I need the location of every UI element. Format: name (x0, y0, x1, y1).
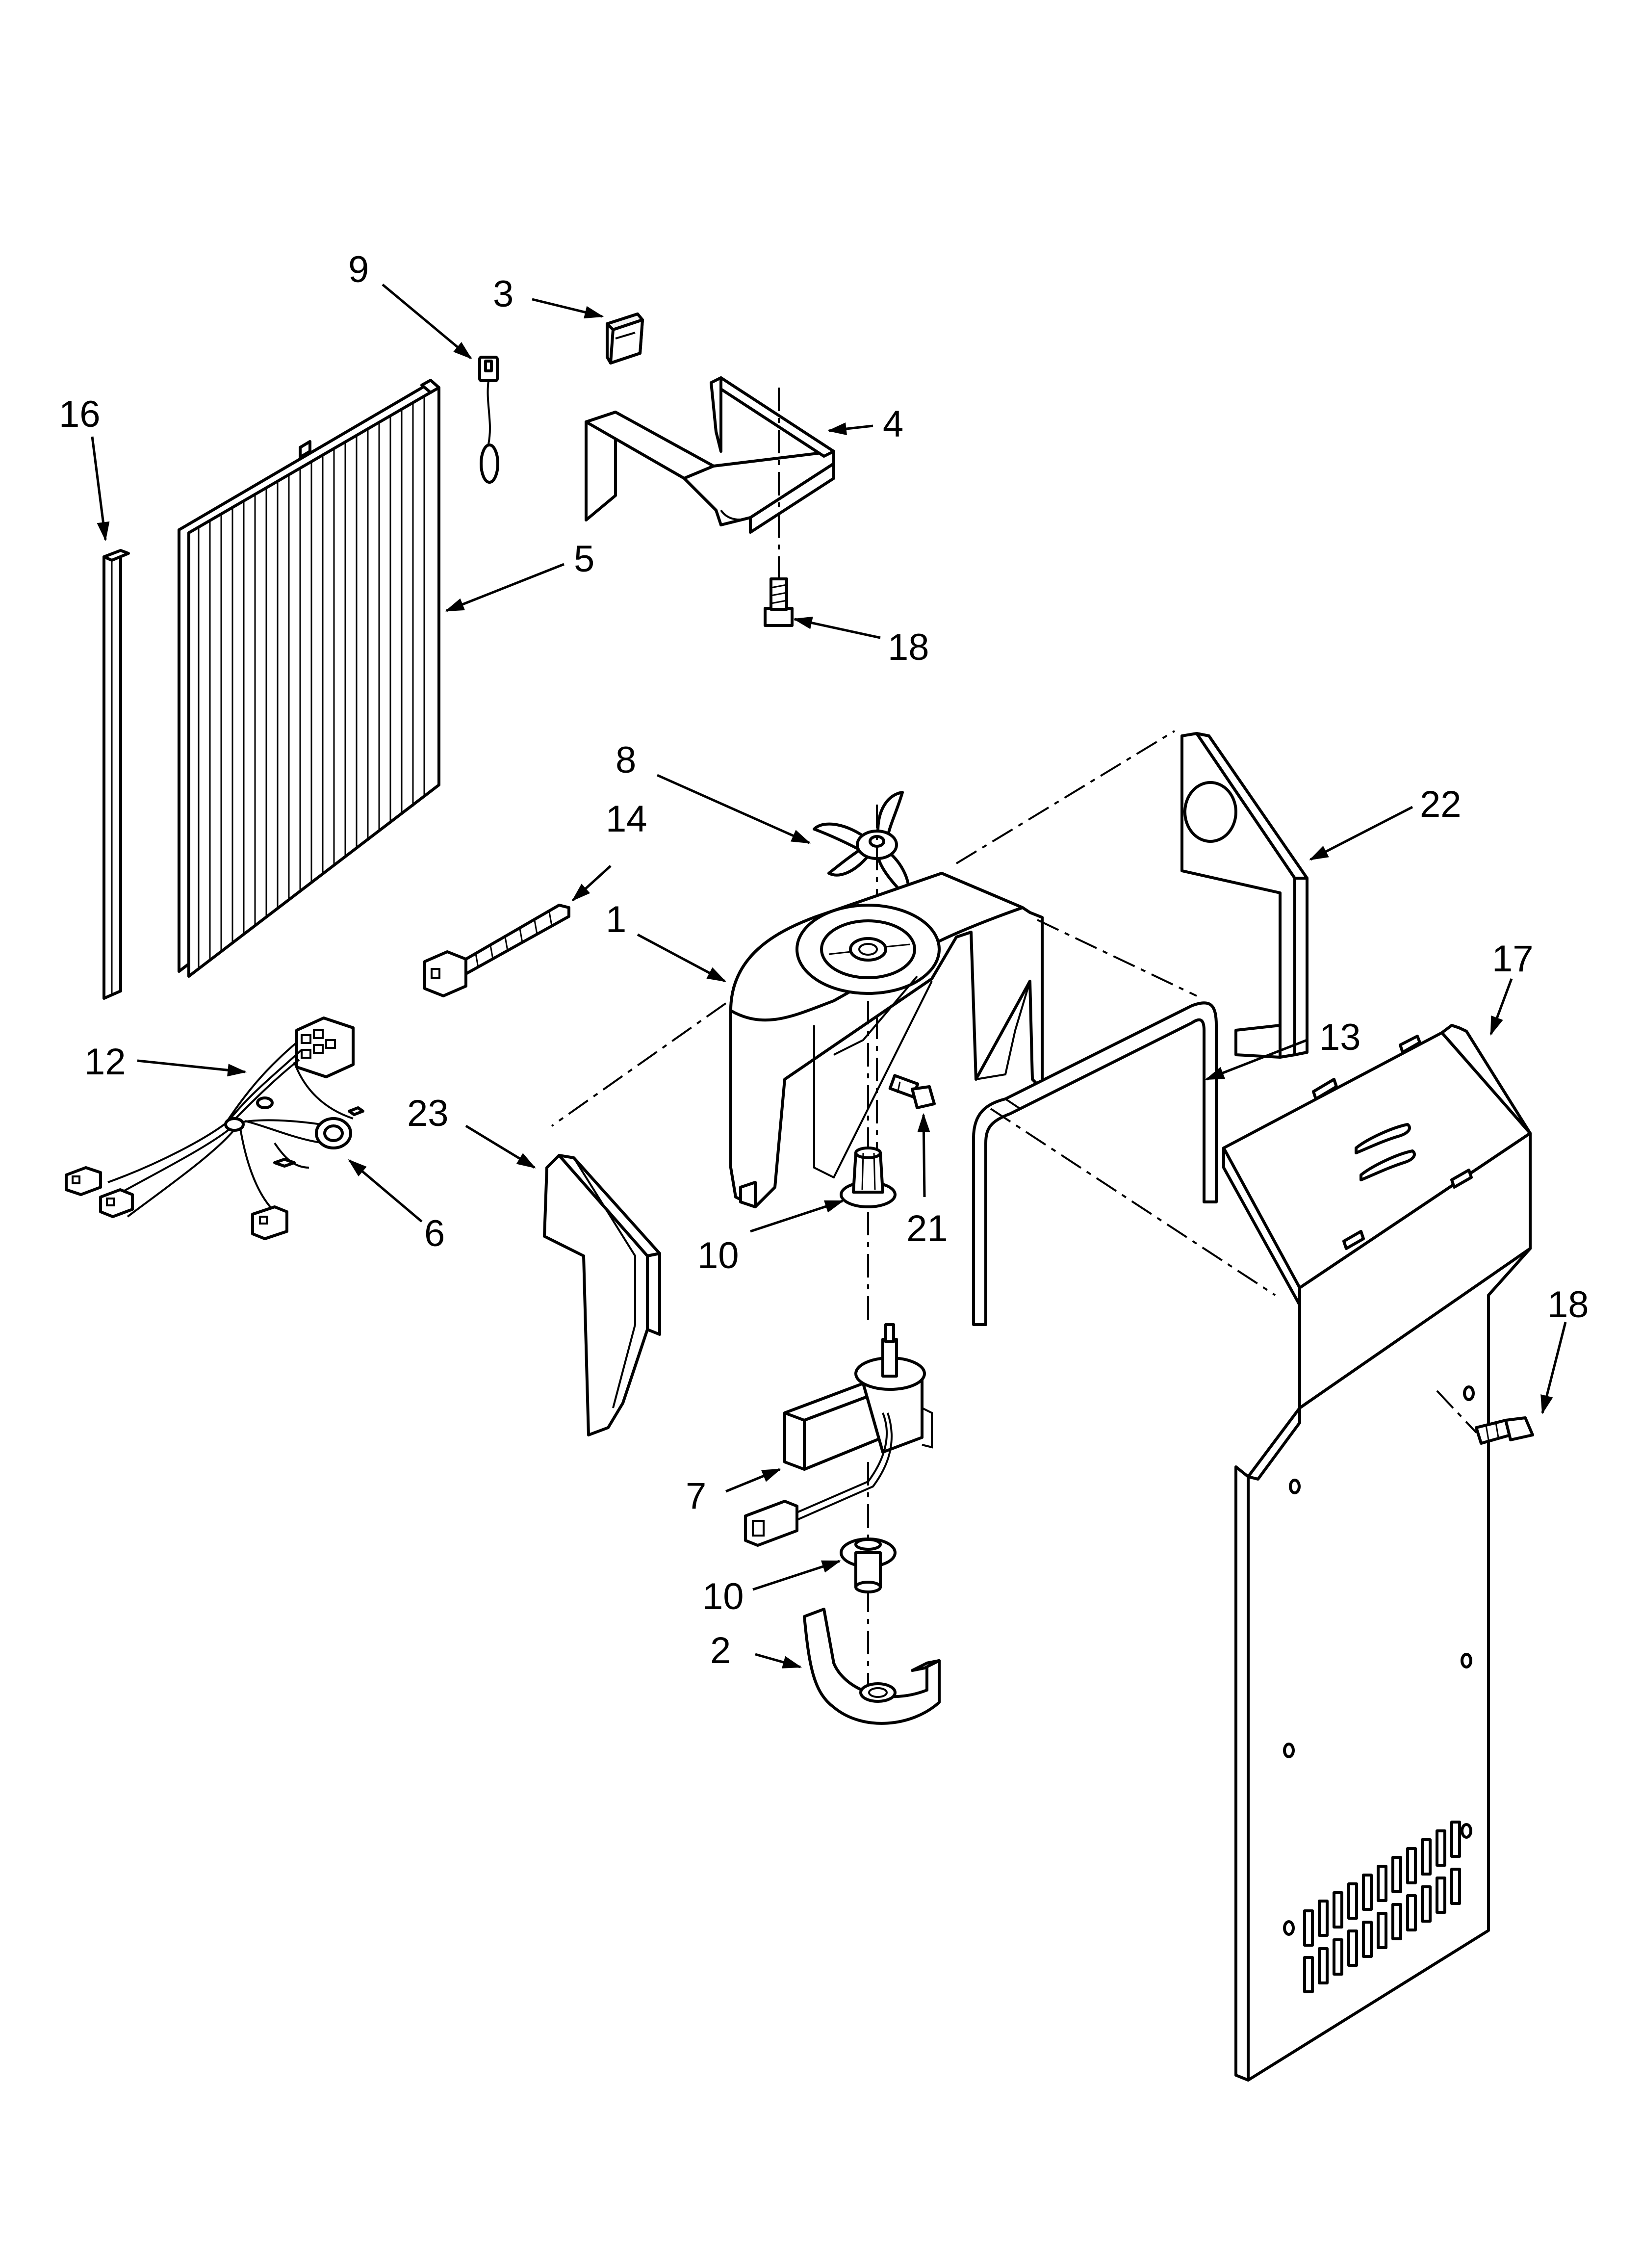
callout-5: 5 (574, 538, 594, 580)
fin-lines (198, 397, 425, 969)
part-10-grommet-bottom (840, 1538, 897, 1593)
callout-9: 9 (348, 249, 369, 290)
part-17-duct-cover (1222, 1024, 1532, 2082)
part-9-sensor (478, 356, 499, 484)
part-21-screw (888, 1074, 936, 1109)
part-7-fan-motor (744, 1323, 933, 1547)
callout-4: 4 (883, 403, 903, 445)
part-13-u-gasket (972, 1001, 1218, 1326)
callout-23: 23 (407, 1093, 449, 1134)
callout-labels: 16 9 3 4 5 18 8 14 22 1 17 12 13 23 21 6… (59, 249, 1589, 1671)
callout-16: 16 (59, 393, 101, 435)
part-5-panel (178, 379, 440, 978)
callout-14: 14 (606, 798, 647, 840)
callout-21: 21 (906, 1208, 948, 1250)
callout-13: 13 (1319, 1017, 1361, 1058)
callout-18-right: 18 (1547, 1284, 1589, 1326)
callout-6: 6 (424, 1213, 445, 1254)
callout-10-top: 10 (697, 1235, 739, 1277)
vent-slots (1303, 1821, 1461, 1993)
part-2-motor-bracket (803, 1608, 941, 1725)
part-18-screw-right (1475, 1416, 1534, 1445)
leader-lines (91, 284, 1567, 1668)
callout-3: 3 (493, 273, 513, 315)
part-14-cable-tie (423, 904, 570, 997)
part-16-strip (103, 549, 130, 1000)
callout-12: 12 (84, 1041, 126, 1083)
callout-7: 7 (686, 1475, 706, 1517)
part-3-clip (606, 313, 644, 365)
assembly-lines (551, 730, 1477, 1434)
callout-8: 8 (616, 739, 636, 781)
callout-22: 22 (1420, 783, 1462, 825)
part-4-bracket (585, 376, 835, 534)
callout-17: 17 (1492, 938, 1534, 980)
callout-1: 1 (606, 899, 626, 940)
part-12-wire-harness (65, 1017, 355, 1240)
callout-18-top: 18 (888, 626, 929, 668)
part-23-side-plate (543, 1154, 661, 1436)
part-10-grommet-top (840, 1147, 897, 1208)
part-22-side-plate (1180, 732, 1308, 1059)
part-6-grommet (315, 1106, 364, 1149)
part-18-screw-top (764, 577, 794, 627)
part-8-fan-blade (813, 791, 910, 899)
callout-10-bottom: 10 (702, 1576, 744, 1617)
callout-2: 2 (710, 1630, 731, 1671)
part-1-fan-housing (729, 872, 1044, 1208)
